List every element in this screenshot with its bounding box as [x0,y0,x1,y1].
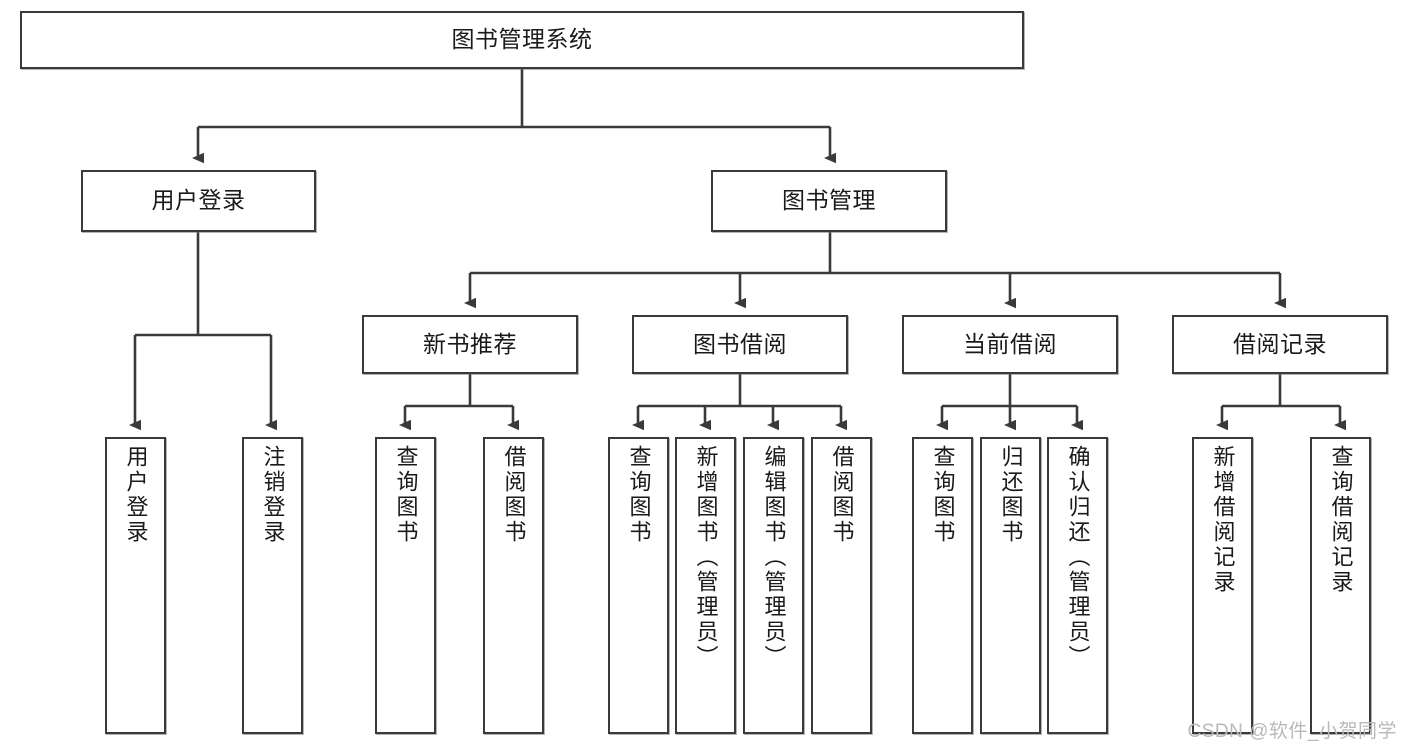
node-new-book-recommend[interactable]: 新书推荐 [362,315,578,374]
node-new-book-recommend-label: 新书推荐 [423,330,517,357]
node-leaf-edit-book[interactable]: 编辑图书（管理员） [743,437,804,734]
node-leaf-confirm-return[interactable]: 确认归还（管理员） [1047,437,1108,734]
node-leaf-confirm-return-label: 确认归还（管理员） [1065,445,1091,670]
node-leaf-query-book-1[interactable]: 查询图书 [375,437,436,734]
node-book-borrow-label: 图书借阅 [693,330,787,357]
node-borrow-record-label: 借阅记录 [1233,330,1327,357]
node-user-login[interactable]: 用户登录 [81,170,316,232]
node-leaf-add-record[interactable]: 新增借阅记录 [1192,437,1253,734]
node-book-manage-label: 图书管理 [782,187,876,214]
node-leaf-query-record-label: 查询借阅记录 [1328,445,1354,595]
node-leaf-borrow-book-2[interactable]: 借阅图书 [811,437,872,734]
node-leaf-add-record-label: 新增借阅记录 [1210,445,1236,595]
node-book-manage[interactable]: 图书管理 [711,170,947,232]
node-leaf-edit-book-label: 编辑图书（管理员） [761,445,787,670]
node-leaf-query-book-3[interactable]: 查询图书 [912,437,973,734]
node-leaf-return-book[interactable]: 归还图书 [980,437,1041,734]
node-leaf-logout-login[interactable]: 注销登录 [242,437,303,734]
node-user-login-label: 用户登录 [151,187,246,214]
node-leaf-borrow-book-1[interactable]: 借阅图书 [483,437,544,734]
node-root[interactable]: 图书管理系统 [20,11,1024,69]
node-leaf-add-book[interactable]: 新增图书（管理员） [675,437,736,734]
node-leaf-query-record[interactable]: 查询借阅记录 [1310,437,1371,734]
node-leaf-logout-login-label: 注销登录 [260,445,286,545]
node-leaf-user-login[interactable]: 用户登录 [105,437,166,734]
node-current-borrow-label: 当前借阅 [963,330,1057,357]
node-leaf-query-book-1-label: 查询图书 [393,445,419,545]
node-leaf-borrow-book-2-label: 借阅图书 [829,445,855,545]
node-leaf-borrow-book-1-label: 借阅图书 [501,445,527,545]
node-leaf-query-book-2[interactable]: 查询图书 [608,437,669,734]
node-leaf-query-book-3-label: 查询图书 [930,445,956,545]
node-leaf-return-book-label: 归还图书 [998,445,1024,545]
node-current-borrow[interactable]: 当前借阅 [902,315,1118,374]
node-book-borrow[interactable]: 图书借阅 [632,315,848,374]
node-leaf-add-book-label: 新增图书（管理员） [693,445,719,670]
node-leaf-user-login-label: 用户登录 [123,445,149,545]
node-borrow-record[interactable]: 借阅记录 [1172,315,1388,374]
node-leaf-query-book-2-label: 查询图书 [626,445,652,545]
node-root-label: 图书管理系统 [451,26,593,53]
